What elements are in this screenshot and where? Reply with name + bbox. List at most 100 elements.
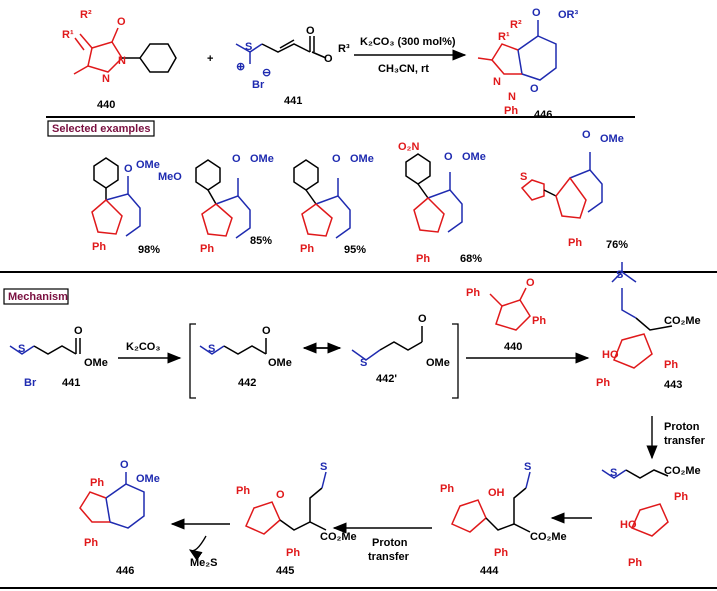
example-5: S O OMe Ph 76% (520, 129, 628, 251)
proton2-line2: transfer (368, 551, 410, 563)
reagent-label: K₂CO₃ (300 mol%) (360, 36, 456, 48)
m442p-id: 442' (376, 373, 397, 385)
m444-ph2: Ph (494, 547, 508, 559)
m441-id: 441 (62, 377, 80, 389)
proton2-line1: Proton (372, 537, 408, 549)
selected-examples-box (47, 120, 155, 137)
m441-ome: OMe (84, 357, 108, 369)
ylide-r-nph: Ph (628, 557, 642, 569)
selected-examples-title: Selected examples (52, 123, 150, 135)
m446-id: 446 (116, 565, 134, 577)
product-r1: R¹ (498, 31, 510, 43)
ex4-ph: Ph (416, 253, 430, 265)
ester-o2: O (324, 53, 333, 65)
m445-ph2: Ph (286, 547, 300, 559)
product-r2: R² (510, 19, 522, 31)
r1-label: R¹ (62, 29, 74, 41)
ex5-yield: 76% (606, 239, 628, 251)
ex2-meo: MeO (158, 171, 182, 183)
m444-ph: Ph (440, 483, 454, 495)
s-plus: ⊕ (236, 61, 245, 73)
m443-s: S (616, 269, 623, 281)
compound-446-top: O OR³ R² R¹ O N N Ph 446 (477, 7, 579, 121)
ylide-r-s: S (610, 467, 617, 479)
mech-440: Ph O Ph 440 (466, 277, 546, 353)
ester-o: O (306, 25, 315, 37)
ex3-o: O (332, 153, 341, 165)
ex3-ome: OMe (350, 153, 374, 165)
m440-id: 440 (504, 341, 522, 353)
proton1-line1: Proton (664, 421, 700, 433)
m446-ph: Ph (90, 477, 104, 489)
m443-id: 443 (664, 379, 682, 391)
m442-s: S (208, 343, 215, 355)
ex1-ome: OMe (136, 159, 160, 171)
m441-br: Br (24, 377, 37, 389)
ex5-ome: OMe (600, 133, 624, 145)
m442-ome: OMe (268, 357, 292, 369)
ex3-ph: Ph (300, 243, 314, 255)
m446-ome: OMe (136, 473, 160, 485)
mech-ylide-right: S CO₂Me Ph HO Ph (601, 465, 701, 569)
m444-oh: OH (488, 487, 505, 499)
m442-o: O (262, 325, 271, 337)
ex4-yield: 68% (460, 253, 482, 265)
mech-445: Ph O S CO₂Me Ph 445 (236, 461, 357, 577)
m442p-o: O (418, 313, 427, 325)
product-ph: Ph (504, 105, 518, 117)
ex1-yield: 98% (138, 244, 160, 256)
m441-o: O (74, 325, 83, 337)
plus-sign: + (207, 53, 213, 65)
m445-id: 445 (276, 565, 294, 577)
ex5-o: O (582, 129, 591, 141)
mechanism-box (3, 288, 69, 305)
proton1-line2: transfer (664, 435, 706, 447)
product-o: O (532, 7, 541, 19)
mech-442p: S O OMe 442' (351, 313, 450, 385)
r2-label: R² (80, 9, 92, 21)
base-label: K₂CO₃ (126, 341, 160, 353)
ylide-r-co2me: CO₂Me (664, 465, 701, 477)
m442p-ome: OMe (426, 357, 450, 369)
ylide-r-ph: Ph (674, 491, 688, 503)
m442-id: 442 (238, 377, 256, 389)
compound-440-top: O N N R¹ R² 440 (62, 9, 177, 111)
m441-s: S (18, 343, 25, 355)
solvent-label: CH₃CN, rt (378, 63, 429, 75)
ex4-no2: O₂N (398, 141, 419, 153)
product-n2: N (508, 91, 516, 103)
m444-id: 444 (480, 565, 499, 577)
ex4-o: O (444, 151, 453, 163)
br-label: Br (252, 79, 265, 91)
product-ring-o: O (530, 83, 539, 95)
m443-ho: HO (602, 349, 619, 361)
ex1-ph: Ph (92, 241, 106, 253)
r3-label: R³ (338, 43, 350, 55)
m445-o: O (276, 489, 285, 501)
compound-446-id: 446 (534, 109, 552, 121)
example-3: O OMe Ph 95% (293, 153, 374, 256)
product-n1: N (493, 76, 501, 88)
m440-ph: Ph (466, 287, 480, 299)
ring-n1: N (118, 55, 126, 67)
m443-nph: Ph (596, 377, 610, 389)
m446-o: O (120, 459, 129, 471)
ex2-ph: Ph (200, 243, 214, 255)
m440-nph: Ph (532, 315, 546, 327)
mech-443: S CO₂Me HO Ph Ph 443 (596, 262, 701, 391)
ring-n2: N (102, 73, 110, 85)
mech-446: O OMe Ph Ph 446 (79, 459, 160, 577)
compound-441-id: 441 (284, 95, 302, 107)
m446-nph: Ph (84, 537, 98, 549)
ex5-ph: Ph (568, 237, 582, 249)
m444-co2me: CO₂Me (530, 531, 567, 543)
m445-ph: Ph (236, 485, 250, 497)
mech-442: S O OMe 442 (199, 325, 292, 389)
ex2-yield: 85% (250, 235, 272, 247)
bracket-right (452, 323, 459, 399)
br-minus: ⊖ (262, 67, 271, 79)
m445-s: S (320, 461, 327, 473)
arrow-me2s (188, 535, 207, 561)
example-1: O OMe Ph 98% (91, 157, 160, 256)
